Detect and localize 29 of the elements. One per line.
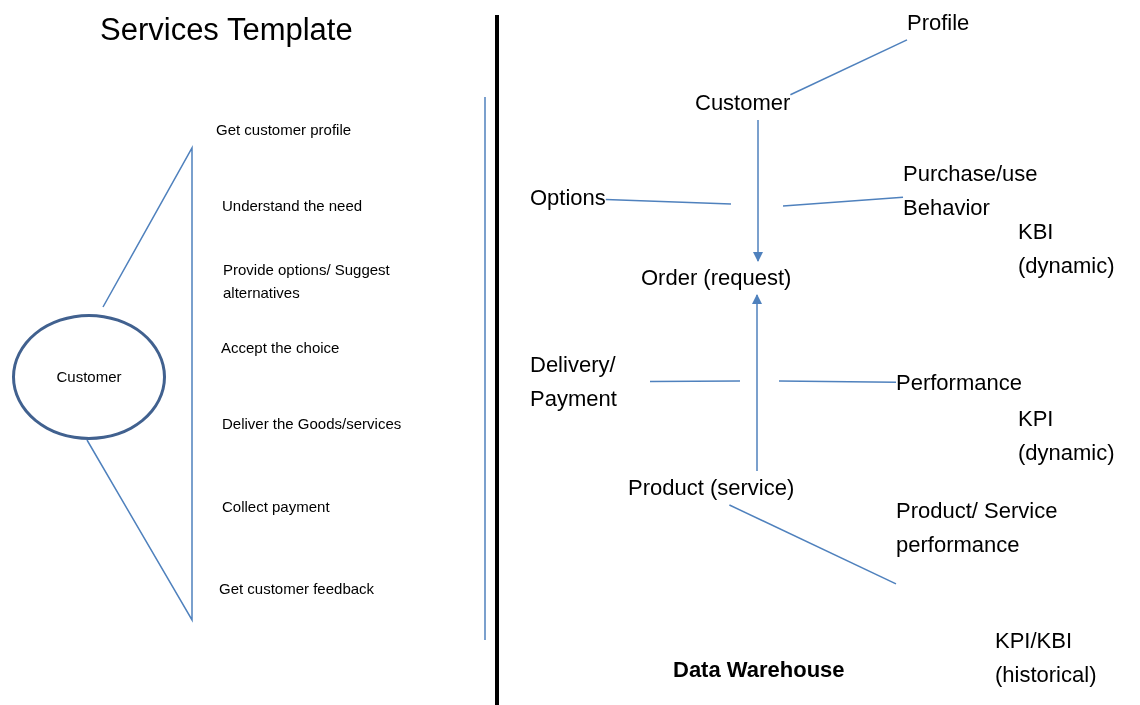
text-label: Deliver the Goods/services <box>222 414 402 434</box>
connector-line <box>789 39 908 96</box>
node-text: Product/ Service performance <box>896 494 1071 562</box>
node-text: Customer <box>695 86 791 120</box>
connector-line <box>728 504 897 585</box>
connector-line <box>778 380 897 384</box>
text-label: Accept the choice <box>221 338 340 358</box>
connector-line <box>649 380 741 383</box>
text-label: Provide options/ Suggest alternatives <box>223 260 391 303</box>
text-label: Get customer profile <box>216 120 352 140</box>
text-label: Get customer feedback <box>219 579 375 599</box>
text-label: KPI/KBI (historical) <box>995 627 1098 689</box>
node-text: Options <box>530 181 606 215</box>
heading-label: Data Warehouse <box>673 656 845 684</box>
node-text: Order (request) <box>641 261 792 295</box>
text-label: KPI (dynamic) <box>1018 405 1116 467</box>
node-text: Profile <box>907 6 970 40</box>
connector-line <box>782 196 904 207</box>
title: Services Template <box>100 11 353 49</box>
ellipse-label: Customer <box>56 367 122 387</box>
arrow <box>752 294 762 472</box>
connector-line <box>605 198 732 205</box>
arrow <box>753 119 763 262</box>
node-text: Product (service) <box>628 471 795 505</box>
node-text: Delivery/ Payment <box>530 348 650 416</box>
text-label: Collect payment <box>222 497 330 517</box>
text-label: Understand the need <box>222 196 363 216</box>
node-text: Performance <box>896 366 1022 400</box>
customer-ellipse <box>12 314 166 440</box>
